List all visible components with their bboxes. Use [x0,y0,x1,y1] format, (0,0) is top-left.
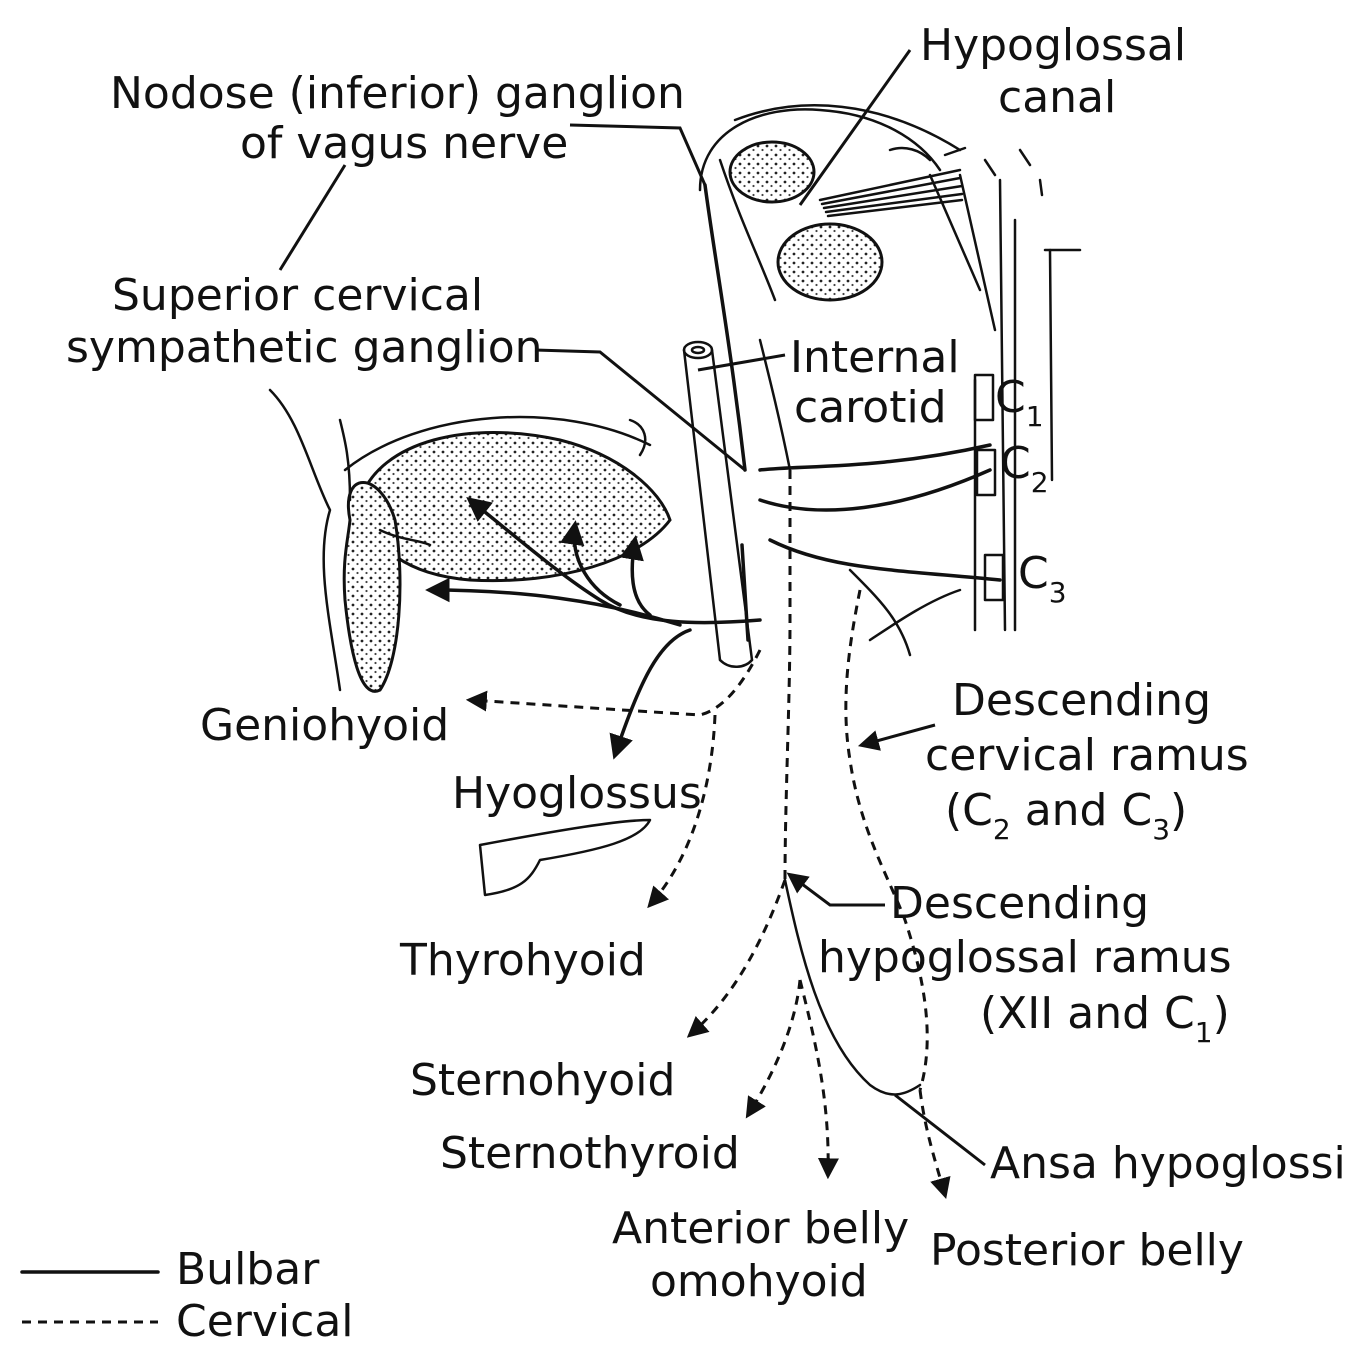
label-ansa-hypoglossi: Ansa hypoglossi [990,1138,1346,1189]
label-nodose-ganglion-2: of vagus nerve [240,118,568,169]
geniohyoid-muscle [344,483,400,692]
c2-lower-connection [760,470,990,510]
c2-connection [760,445,990,470]
vagus-nerve [705,185,745,470]
label-hypoglossal-canal-2: canal [998,72,1116,123]
c3-connection [770,540,1000,580]
label-thyrohyoid: Thyrohyoid [399,935,646,986]
label-descending-cervical-3: (C2 and C3) [945,785,1187,846]
occipital-condyle-upper [730,142,814,202]
label-internal-carotid-1: Internal [790,332,960,383]
label-anterior-belly-1: Anterior belly [612,1203,909,1254]
label-c2: C2 [1000,438,1049,499]
legend-cervical-label: Cervical [176,1296,354,1342]
label-descending-hypoglossal-3: (XII and C1) [980,988,1230,1049]
bulbar-branch-4 [632,540,650,615]
sternohyoid-branch [690,880,785,1035]
ganglion-outline [270,390,340,690]
c1-root [975,375,993,420]
leader-descending-hypoglossal [790,875,885,905]
label-superior-cervical-1: Superior cervical [112,270,483,321]
label-descending-cervical-2: cervical ramus [925,730,1249,781]
internal-carotid-artery [684,342,752,667]
label-hyoglossus: Hyoglossus [452,768,702,819]
leader-internal-carotid [698,355,785,370]
label-posterior-belly: Posterior belly [930,1225,1244,1276]
leader-ansa-hypoglossi [895,1095,985,1165]
hyoglossus-branch [615,630,690,755]
descending-cervical-ramus [846,590,927,1090]
label-descending-cervical-1: Descending [952,675,1211,726]
occipital-condyle-lower [778,224,882,300]
anatomy-drawing [270,105,1080,1195]
legend: Bulbar Cervical [22,1244,354,1342]
leader-hypoglossal-canal [800,50,910,205]
legend-bulbar-label: Bulbar [176,1244,320,1295]
label-superior-cervical-2: sympathetic ganglion [66,322,543,373]
label-sternothyroid: Sternothyroid [440,1128,740,1179]
descending-hypoglossal-ramus [785,470,790,880]
c3-branch-2 [870,590,960,640]
label-descending-hypoglossal-2: hypoglossal ramus [818,932,1232,983]
hyoid-bone [480,820,650,895]
c3-branch [850,570,910,655]
label-nodose-ganglion-1: Nodose (inferior) ganglion [110,68,685,119]
posterior-belly-branch [920,1090,945,1195]
label-descending-hypoglossal-1: Descending [890,878,1149,929]
label-c3: C3 [1018,548,1067,609]
label-sternohyoid: Sternohyoid [410,1055,675,1106]
label-internal-carotid-2: carotid [794,382,947,433]
leader-nodose-ganglion [570,125,705,185]
label-hypoglossal-canal-1: Hypoglossal [920,20,1186,71]
geniohyoid-branch [470,650,760,715]
leader-nodose-to-superior [280,165,345,270]
label-anterior-belly-2: omohyoid [650,1256,868,1307]
anterior-belly-branch [800,980,828,1175]
sternothyroid-branch [748,980,800,1115]
mandible-line [340,420,350,500]
labels: Hypoglossal canal Nodose (inferior) gang… [66,20,1346,1307]
tongue [360,433,670,581]
label-geniohyoid: Geniohyoid [200,700,449,751]
